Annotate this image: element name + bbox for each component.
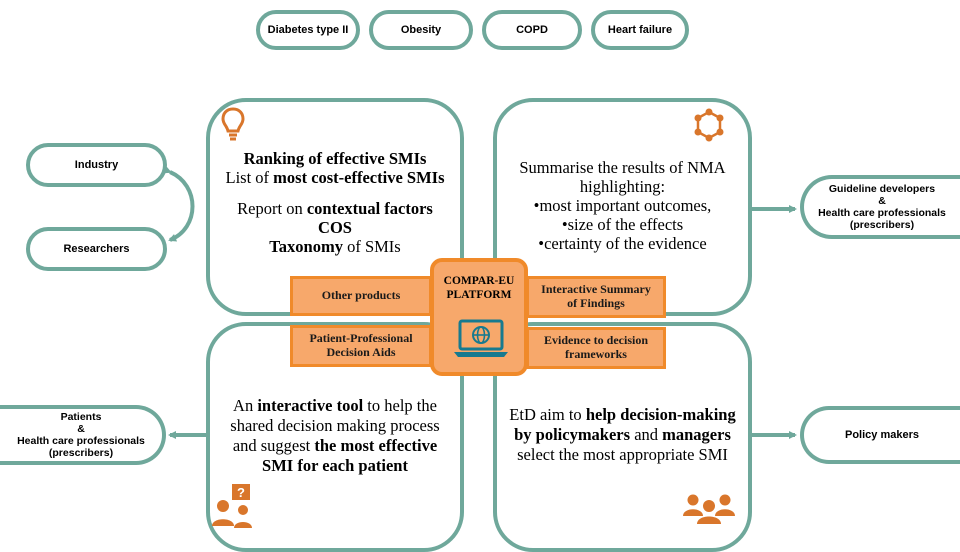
lightbulb-icon <box>221 107 245 141</box>
panel-br-text: EtD aim to help decision-making by polic… <box>509 405 736 464</box>
group-icon <box>683 494 735 524</box>
panel-bl-text: An interactive tool to help the shared d… <box>230 396 440 475</box>
condition-copd: COPD <box>482 10 582 50</box>
platform-box: COMPAR-EU PLATFORM <box>430 258 528 376</box>
target-researchers: Researchers <box>26 227 167 271</box>
laptop-globe-icon <box>454 319 508 357</box>
product-interactive-summary: Interactive Summary of Findings <box>526 276 666 318</box>
arrow-to-industry-researchers <box>162 165 195 242</box>
panel-tl-text: Ranking of effective SMIs List of most c… <box>225 149 445 256</box>
target-guideline-developers: Guideline developers & Health care profe… <box>800 175 960 239</box>
target-policy-makers: Policy makers <box>800 406 960 464</box>
product-etd-frameworks: Evidence to decision frameworks <box>526 327 666 369</box>
platform-title: COMPAR-EU PLATFORM <box>443 275 515 301</box>
product-decision-aids: Patient-Professional Decision Aids <box>290 325 432 367</box>
condition-diabetes: Diabetes type II <box>256 10 360 50</box>
product-other: Other products <box>290 276 432 316</box>
connector-arrows <box>162 165 797 439</box>
target-patients: Patients & Health care professionals (pr… <box>0 405 166 465</box>
question-person-icon: ? <box>212 484 252 528</box>
svg-text:?: ? <box>237 485 245 500</box>
panel-tr-text: Summarise the results of NMA highlightin… <box>519 158 726 253</box>
condition-obesity: Obesity <box>369 10 473 50</box>
target-industry: Industry <box>26 143 167 187</box>
network-icon <box>694 108 724 142</box>
condition-heart-failure: Heart failure <box>591 10 689 50</box>
